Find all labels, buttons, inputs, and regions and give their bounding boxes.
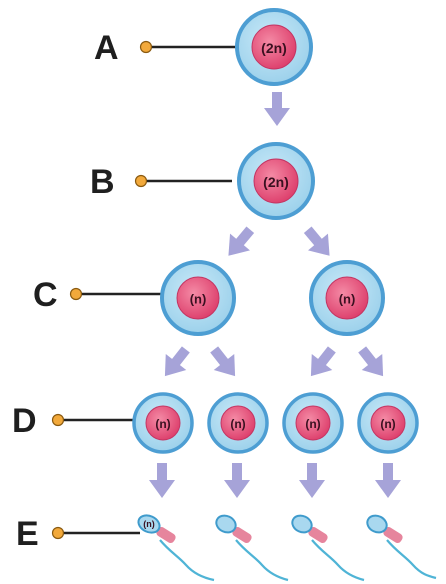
ploidy-label: (2n) [263,174,289,190]
connector-e [51,526,140,540]
ploidy-label: (n) [190,292,207,307]
cell-a-diploid: (2n) [235,8,313,86]
connector-b [134,174,232,188]
arrow-c-to-d-1 [164,346,190,377]
arrow-d-to-e-1 [149,463,175,498]
cell-d-haploid-1: (n) [132,392,194,454]
cell-c-haploid-2: (n) [309,260,385,336]
arrow-b-to-c-left [228,226,255,256]
arrow-d-to-e-3 [299,463,325,498]
arrow-b-to-c-right [303,226,330,256]
arrow-c-to-d-4 [358,346,384,377]
stage-label-a: A [94,29,119,67]
stage-label-d: D [12,402,37,440]
ploidy-label: (n) [143,519,155,529]
arrow-d-to-e-2 [224,463,250,498]
ploidy-label: (n) [339,292,356,307]
ploidy-label: (n) [230,417,245,431]
ploidy-label: (2n) [261,40,287,56]
stage-label-c: C [33,276,58,314]
cell-d-haploid-2: (n) [207,392,269,454]
ploidy-label: (n) [155,417,170,431]
sperm-cell-3 [291,514,365,582]
arrow-d-to-e-4 [375,463,401,498]
ploidy-label: (n) [305,417,320,431]
arrow-c-to-d-2 [210,346,236,377]
connector-c [69,287,165,301]
sperm-cell-2 [215,514,289,582]
arrow-a-to-b [264,92,290,126]
cell-d-haploid-4: (n) [357,392,419,454]
connector-a [139,40,238,54]
cell-b-diploid: (2n) [237,142,315,220]
arrow-c-to-d-3 [310,346,336,377]
ploidy-label: (n) [380,417,395,431]
sperm-cell-4 [366,514,437,580]
cell-c-haploid-1: (n) [160,260,236,336]
connector-d [51,413,134,427]
sperm-cell-1: (n) [137,514,215,582]
stage-label-e: E [16,515,39,553]
stage-label-b: B [90,163,115,201]
cell-d-haploid-3: (n) [282,392,344,454]
